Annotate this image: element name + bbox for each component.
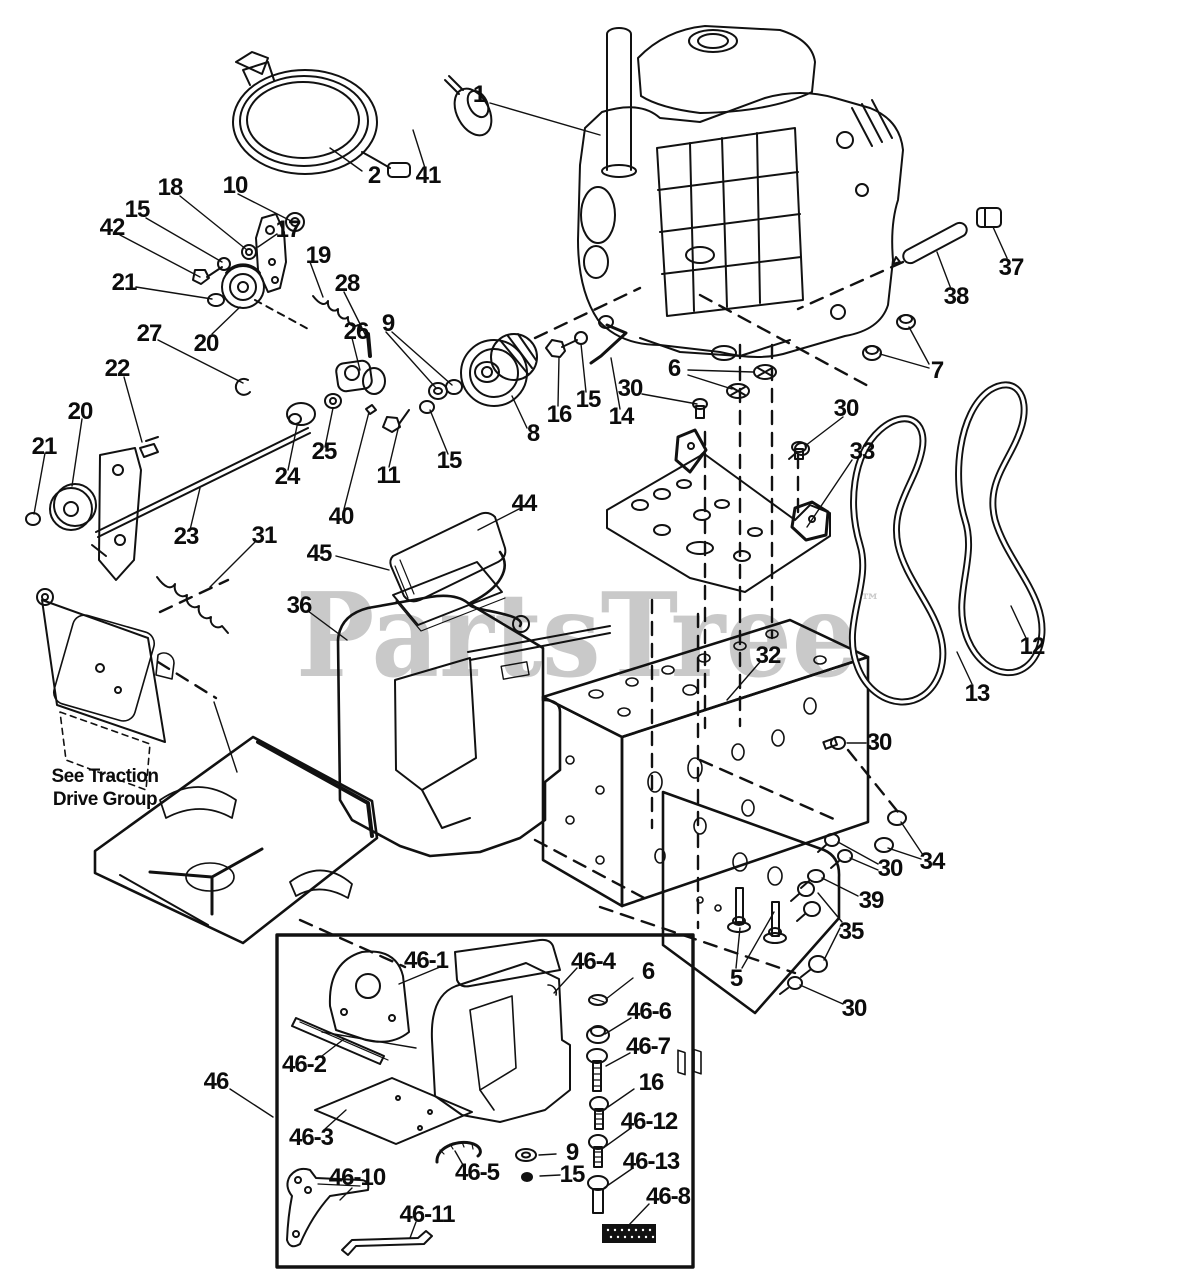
engine-drawing bbox=[577, 25, 904, 361]
pulley-drawing bbox=[428, 315, 628, 407]
traction-plate-drawing bbox=[36, 588, 175, 791]
inset-leader-lines bbox=[321, 966, 650, 1239]
inset-strip-46-2 bbox=[291, 1017, 389, 1065]
inset-bracket-46-1 bbox=[321, 950, 417, 1049]
belt-12-drawing bbox=[955, 381, 1046, 676]
idler-arm-drawing bbox=[192, 212, 305, 309]
primer-bulb-drawing bbox=[444, 75, 493, 137]
inset-sheet-46-3 bbox=[314, 1077, 473, 1145]
power-cord-drawing bbox=[232, 51, 411, 178]
leader-lines bbox=[33, 102, 1027, 1118]
traction-note-line1: See Traction bbox=[51, 766, 160, 787]
shaft-assembly-drawing bbox=[25, 427, 311, 581]
traction-note-line2: Drive Group bbox=[52, 788, 158, 810]
svg-text:PartsTree: PartsTree bbox=[296, 568, 858, 704]
traction-drive-note: See Traction Drive Group bbox=[30, 766, 180, 812]
spring-drawings bbox=[156, 295, 363, 634]
inset-clip-46-5 bbox=[435, 1140, 482, 1164]
pad-44-drawing bbox=[389, 511, 530, 633]
fastener-drawings bbox=[692, 207, 1002, 995]
belt-cover-drawing bbox=[336, 594, 611, 858]
inset-housing-46-4 bbox=[430, 938, 571, 1123]
frame-32-drawing bbox=[541, 618, 870, 908]
guide-lines bbox=[156, 260, 905, 975]
inset-decal-46-8 bbox=[602, 1224, 656, 1243]
inset-rod-46-11 bbox=[341, 1230, 433, 1256]
tray-29-drawing bbox=[93, 735, 379, 945]
pivot-hardware-drawing bbox=[234, 332, 435, 433]
inset-box bbox=[275, 933, 695, 1269]
svg-text:™: ™ bbox=[860, 589, 880, 613]
belt-13-drawing bbox=[848, 415, 947, 706]
inset-hardware-column bbox=[515, 994, 610, 1214]
brand-watermark: PartsTree ™ bbox=[296, 568, 880, 704]
lower-frame-drawing bbox=[661, 790, 841, 1076]
inset-lever-46-10 bbox=[286, 1167, 370, 1248]
bracket-33-drawing bbox=[606, 428, 831, 593]
